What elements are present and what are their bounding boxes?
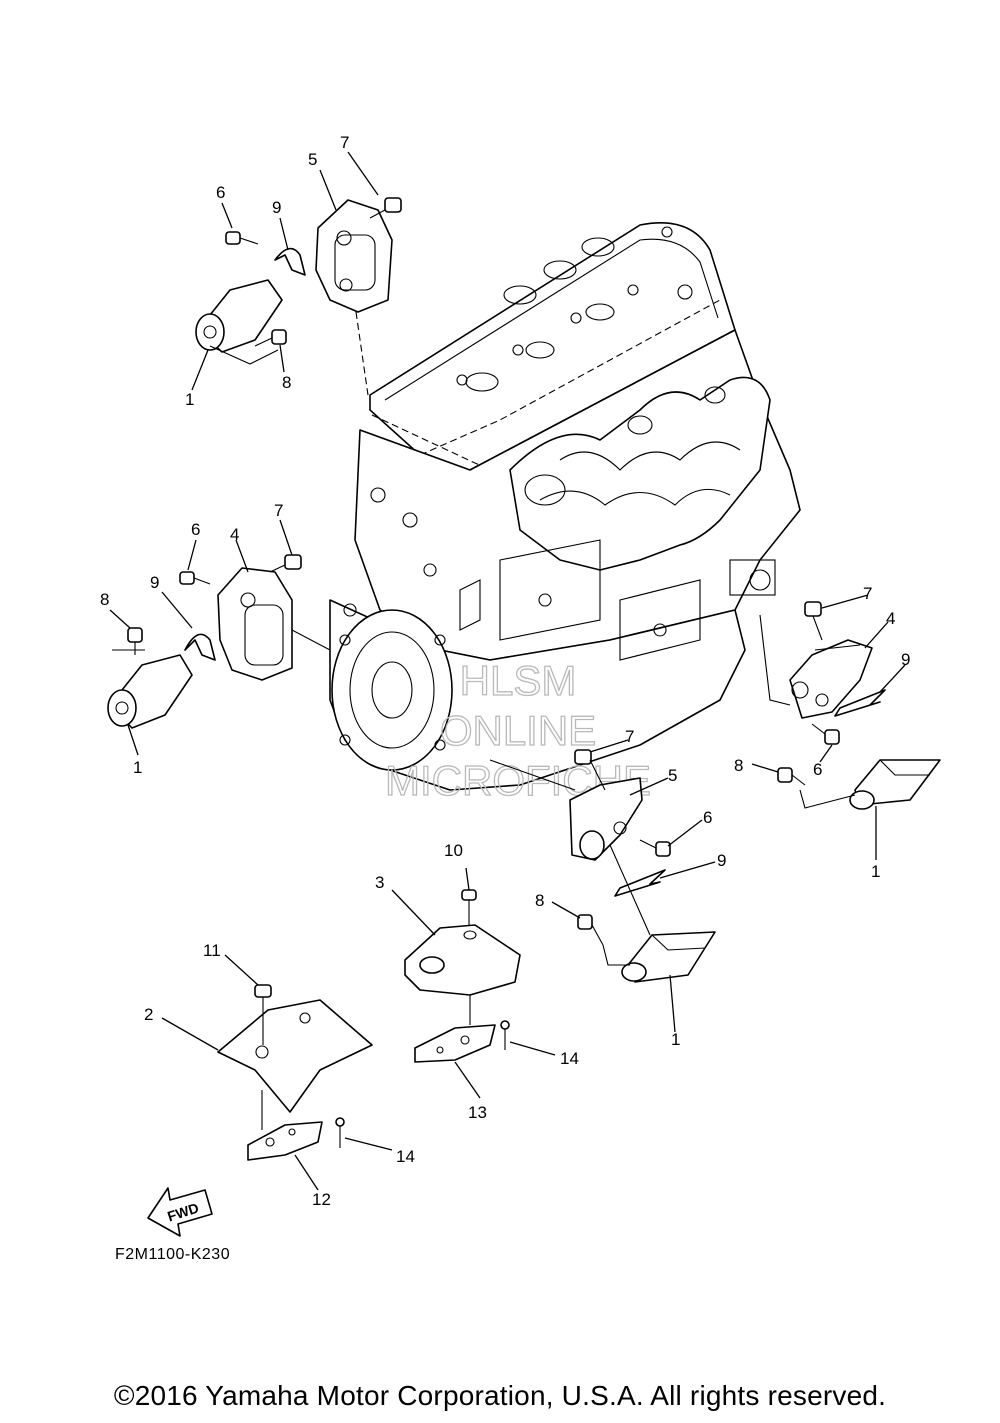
bolt-6-center bbox=[639, 839, 671, 857]
mount-assembly-lower-center bbox=[391, 867, 556, 1099]
bolt-6-left bbox=[179, 571, 211, 585]
plate-12 bbox=[247, 1121, 323, 1161]
rubber-mount-1-left bbox=[107, 654, 193, 729]
callout-13: 13 bbox=[468, 1103, 487, 1122]
rubber-mount-1-upper bbox=[195, 279, 283, 353]
exhaust-manifold bbox=[509, 376, 771, 571]
bolt-7-upper bbox=[369, 197, 402, 219]
watermark-line-1: HLSM bbox=[460, 657, 577, 704]
callout-8: 8 bbox=[282, 373, 291, 392]
rubber-mount-1-right bbox=[849, 759, 941, 810]
callout-6: 6 bbox=[216, 183, 225, 202]
callout-11: 11 bbox=[203, 941, 221, 960]
callout-6: 6 bbox=[813, 760, 822, 779]
shim-9-right bbox=[834, 689, 886, 717]
callout-8: 8 bbox=[100, 590, 109, 609]
callout-9: 9 bbox=[272, 198, 281, 217]
engine-block bbox=[329, 222, 801, 791]
bolt-7-center bbox=[574, 749, 606, 791]
callout-3: 3 bbox=[375, 873, 384, 892]
mount-assembly-lower-left bbox=[161, 954, 393, 1191]
callout-9: 9 bbox=[150, 573, 159, 592]
mount-assembly-center bbox=[489, 739, 716, 1033]
callout-12: 12 bbox=[312, 1190, 331, 1209]
watermark-line-2: ONLINE bbox=[440, 707, 596, 754]
shim-9-left bbox=[184, 633, 216, 661]
callout-5: 5 bbox=[308, 150, 317, 169]
callout-14: 14 bbox=[396, 1147, 415, 1166]
flywheel-housing bbox=[331, 609, 453, 771]
bolt-8-right bbox=[777, 767, 806, 786]
callout-7: 7 bbox=[340, 133, 349, 152]
bolt-10 bbox=[461, 889, 477, 925]
callout-2: 2 bbox=[144, 1005, 153, 1024]
mount-3 bbox=[404, 924, 521, 996]
callout-4: 4 bbox=[886, 609, 895, 628]
shim-9-center bbox=[614, 869, 666, 897]
callout-9: 9 bbox=[901, 650, 910, 669]
bolt-6-right bbox=[811, 723, 840, 745]
mount-assembly-left bbox=[107, 519, 331, 756]
callout-8: 8 bbox=[734, 756, 743, 775]
rivet-14-upper bbox=[500, 1020, 510, 1050]
callout-7: 7 bbox=[274, 501, 283, 520]
callout-1: 1 bbox=[185, 390, 194, 409]
callout-1: 1 bbox=[133, 758, 142, 777]
fwd-arrow-icon: FWD bbox=[147, 1187, 213, 1237]
head-cover-bolts bbox=[456, 226, 693, 392]
callout-7: 7 bbox=[863, 584, 872, 603]
rivet-14-lower bbox=[335, 1117, 345, 1148]
callout-1: 1 bbox=[671, 1030, 680, 1049]
bolt-7-right bbox=[804, 601, 823, 641]
callout-7: 7 bbox=[625, 727, 634, 746]
callout-8: 8 bbox=[535, 891, 544, 910]
bolt-8-center bbox=[577, 914, 604, 946]
callouts: 6 9 5 7 1 8 6 4 7 8 9 1 7 4 9 8 6 1 7 5 … bbox=[100, 133, 910, 1209]
bolt-8-left bbox=[127, 627, 143, 655]
copyright-notice: ©2016 Yamaha Motor Corporation, U.S.A. A… bbox=[113, 1380, 887, 1411]
bolt-11 bbox=[254, 984, 272, 1045]
diagram-code: F2M1100-K230 bbox=[115, 1246, 231, 1263]
callout-14: 14 bbox=[560, 1049, 579, 1068]
callout-6: 6 bbox=[703, 808, 712, 827]
bolt-7-left bbox=[269, 554, 302, 573]
plate-2 bbox=[217, 999, 373, 1113]
mount-assembly-right bbox=[751, 594, 941, 860]
callout-9: 9 bbox=[717, 851, 726, 870]
rubber-mount-1-center bbox=[621, 931, 716, 983]
mount-assembly-upper-left bbox=[191, 151, 402, 396]
plate-13 bbox=[414, 1024, 496, 1063]
shim-9-upper bbox=[274, 247, 306, 276]
bolt-8-upper bbox=[254, 329, 287, 347]
callout-6: 6 bbox=[191, 520, 200, 539]
callout-5: 5 bbox=[668, 766, 677, 785]
callout-4: 4 bbox=[230, 525, 239, 544]
callout-1: 1 bbox=[871, 862, 880, 881]
bolt-6-upper bbox=[225, 231, 259, 245]
callout-10: 10 bbox=[444, 841, 463, 860]
